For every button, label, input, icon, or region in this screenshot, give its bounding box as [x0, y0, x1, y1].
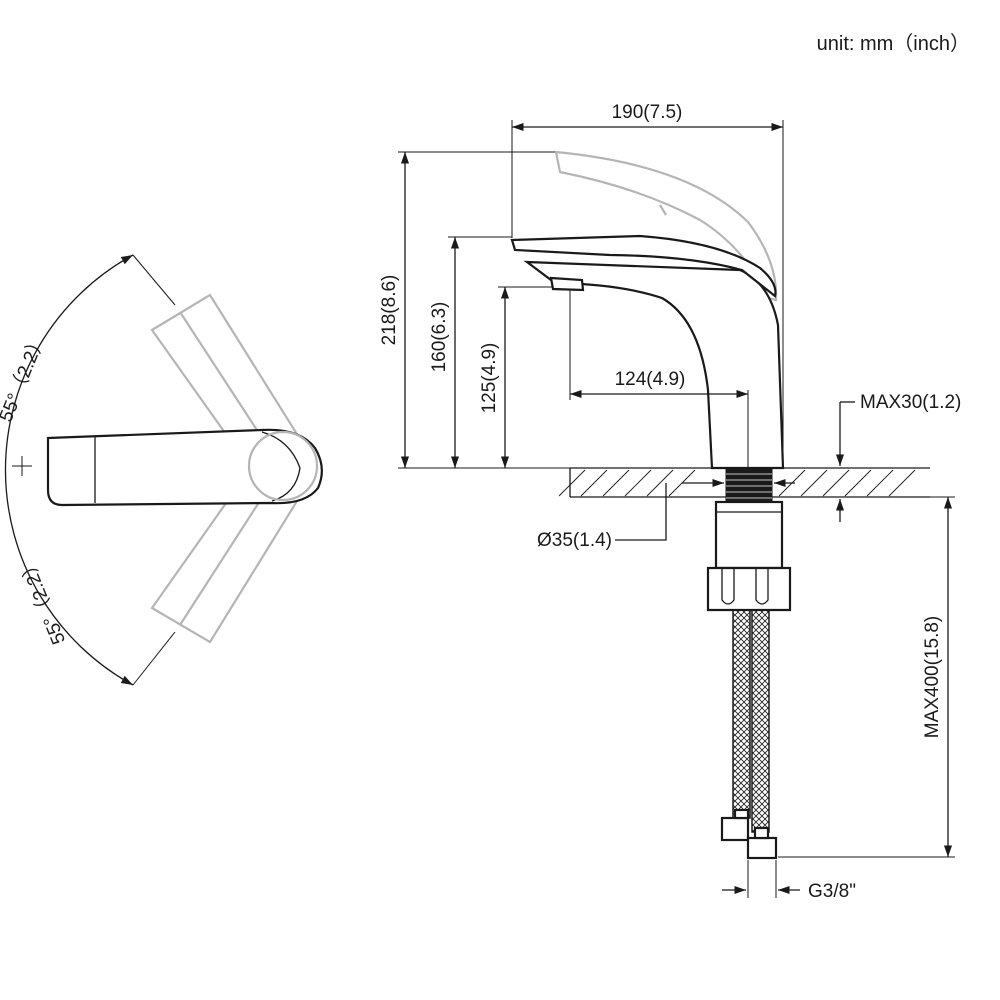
hose-fitting-left: [720, 816, 750, 842]
hatch-line: [580, 469, 608, 497]
dim-max-deck: MAX30(1.2): [860, 392, 961, 413]
hatch-line: [822, 469, 850, 497]
angle-label-lower: 55°（2.2）: [15, 553, 70, 648]
hatch-line: [646, 469, 674, 497]
dim-total-height: 218(8.6): [379, 275, 400, 346]
hatch-line: [800, 469, 828, 497]
faucet-body: [523, 260, 785, 470]
dim-width: 190(7.5): [612, 102, 683, 123]
spout-aerator: [549, 276, 585, 292]
handle-center-position: [46, 428, 323, 507]
ghost-handle-raised: [554, 150, 778, 302]
hatch-line: [558, 469, 586, 497]
top-view: 55°（2.2） 55°（2.2）: [0, 254, 323, 686]
dim-spout-reach: 124(4.9): [615, 369, 686, 390]
hatch-line: [844, 469, 872, 497]
unit-label: unit: mm（inch）: [817, 32, 970, 55]
rotation-arc: [4, 254, 134, 686]
hose-fitting-right: [746, 836, 778, 860]
dim-thread: G3/8": [808, 881, 856, 902]
side-view: 190(7.5) 218(8.6) 160(6.3) 125(4.9) 124(…: [379, 102, 961, 902]
supply-hose-right: [751, 609, 770, 833]
hatch-line: [624, 469, 652, 497]
angle-label-upper: 55°（2.2）: [0, 330, 50, 425]
arc-extension-lower: [132, 631, 176, 686]
handle-lever: [510, 234, 777, 298]
dim-max-hose: MAX400(15.8): [922, 616, 943, 739]
hatch-line: [602, 469, 630, 497]
arc-extension-upper: [132, 254, 176, 306]
supply-hose-left: [732, 609, 751, 819]
dim-handle-height: 160(6.3): [429, 302, 450, 373]
dim-hole-diameter: Ø35(1.4): [537, 530, 612, 551]
threaded-shank: [725, 467, 773, 503]
mounting-nut: [706, 500, 792, 612]
hatch-line: [866, 469, 894, 497]
hatch-line: [888, 469, 916, 497]
dim-spout-height: 125(4.9): [479, 343, 500, 414]
